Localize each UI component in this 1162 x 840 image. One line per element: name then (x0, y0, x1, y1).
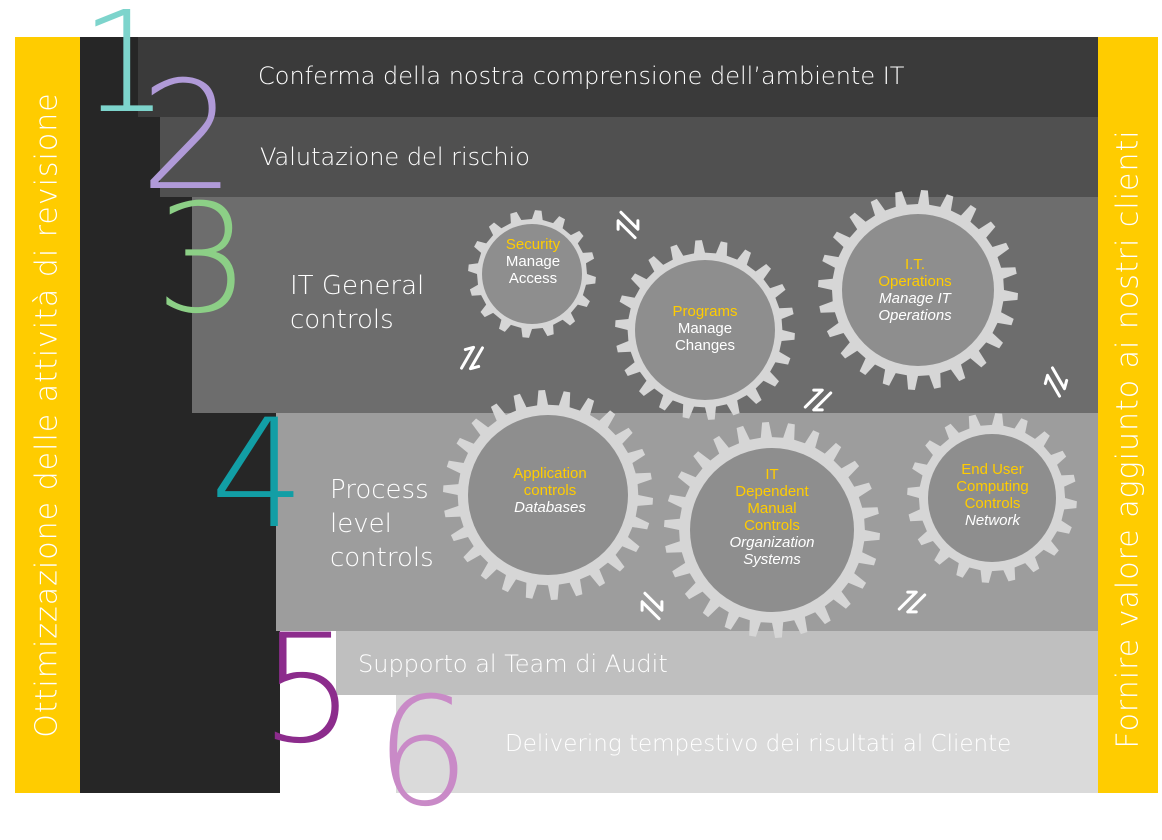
step-number-3: 3 (155, 173, 251, 347)
gear-security-title: Security (505, 236, 561, 253)
step-title-4: Process level controls (330, 475, 434, 573)
gear-manual-sub1: Organization (729, 534, 815, 551)
step-number-6: 6 (375, 666, 471, 840)
gear-label-manual: IT Dependent Manual Controls Organizatio… (712, 466, 832, 568)
gear-label-application: Application controls Databases (480, 465, 620, 516)
gear-application-sub1: Databases (514, 499, 586, 516)
band-step-1 (138, 37, 1098, 117)
step-number-4: 4 (210, 388, 306, 562)
gear-label-operations: I.T. Operations Manage IT Operations (850, 256, 980, 324)
arrow-application-security (460, 345, 484, 371)
step-title-6: Delivering tempestivo dei risultati al C… (505, 731, 1012, 757)
step-title-3: IT General controls (290, 271, 425, 335)
gear-application-title2: controls (523, 482, 577, 499)
gear-manual-sub2: Systems (743, 551, 801, 568)
gear-enduser-title2: Computing (956, 478, 1029, 495)
step-title-1: Conferma della nostra comprensione dell’… (258, 62, 905, 90)
right-banner: Fornire valore aggiunto ai nostri client… (1098, 37, 1158, 793)
gear-operations-title2: Operations (878, 273, 952, 290)
gear-security-sub2: Access (508, 270, 558, 287)
gear-operations-title1: I.T. (904, 256, 925, 273)
gear-enduser-core (928, 434, 1056, 562)
arrow-operations-manual (803, 388, 833, 412)
gear-programs-sub1: Manage (677, 320, 733, 337)
step-number-1: 1 (80, 0, 170, 145)
arrow-security-programs (616, 210, 640, 240)
gear-application-title1: Application (513, 465, 587, 482)
arrow-operations-enduser (1043, 366, 1069, 398)
gear-operations-sub2: Operations (878, 307, 952, 324)
gear-application-core (468, 415, 628, 575)
band-step-6 (396, 695, 1098, 793)
gear-programs-sub2: Changes (674, 337, 736, 354)
gear-programs-title: Programs (672, 303, 738, 320)
gear-enduser-title1: End User (961, 461, 1024, 478)
gear-security-core (482, 224, 582, 324)
gear-label-programs: Programs Manage Changes (650, 303, 760, 354)
gear-enduser-title3: Controls (964, 495, 1021, 512)
step-number-5: 5 (260, 603, 356, 777)
gear-manual-title4: Controls (744, 517, 800, 534)
gear-manual-title3: Manual (747, 500, 797, 517)
gear-enduser-sub1: Network (964, 512, 1020, 529)
arrow-manual-application (640, 591, 664, 621)
gear-security-sub1: Manage (505, 253, 561, 270)
arrow-enduser-manual (897, 590, 927, 614)
gear-manual-core (690, 448, 854, 612)
gear-label-security: Security Manage Access (478, 236, 588, 287)
step-number-2: 2 (140, 50, 236, 224)
band-step-2 (160, 117, 1098, 197)
gear-operations-core (842, 214, 994, 366)
gear-manual-title1: IT (765, 466, 779, 483)
left-banner: Ottimizzazione delle attività di revisio… (15, 37, 80, 793)
gear-label-enduser: End User Computing Controls Network (930, 461, 1055, 529)
gear-programs-core (635, 260, 775, 400)
step-title-5: Supporto al Team di Audit (358, 650, 668, 678)
band-step-5 (336, 631, 1098, 695)
gear-manual-title2: Dependent (735, 483, 809, 500)
step-title-2: Valutazione del rischio (260, 143, 530, 171)
gear-operations-sub1: Manage IT (879, 290, 951, 307)
